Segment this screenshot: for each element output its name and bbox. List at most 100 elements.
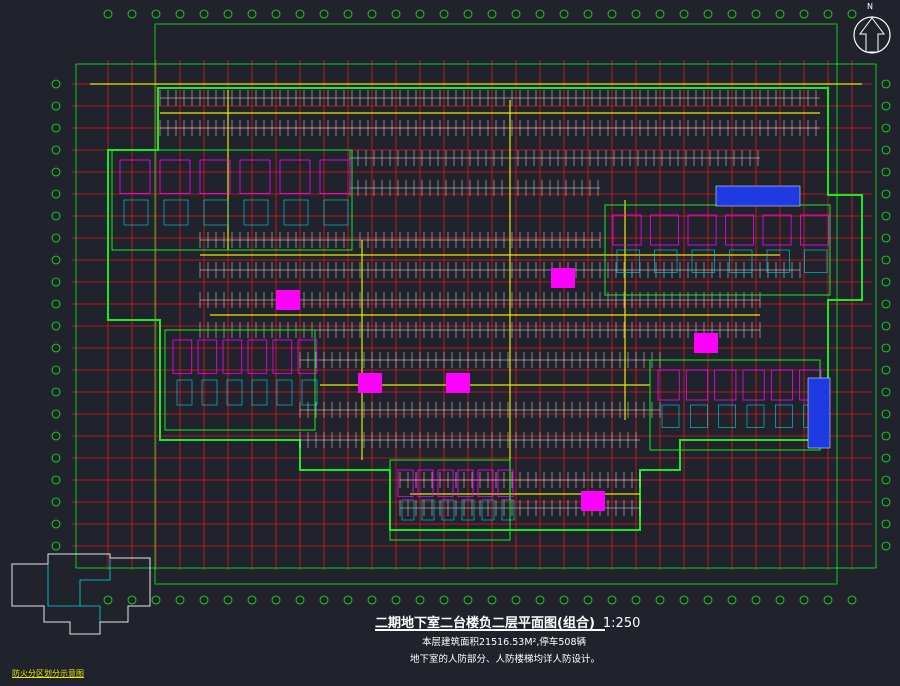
axis-bubble-left xyxy=(51,255,61,265)
axis-bubble-right xyxy=(881,431,891,441)
core-room xyxy=(650,214,680,246)
core-stair xyxy=(746,404,765,428)
north-arrow-circle xyxy=(853,16,891,54)
axis-bubble-top xyxy=(247,9,257,19)
core-room xyxy=(770,369,793,401)
axis-bubble-top xyxy=(655,9,665,19)
axis-bubble-top xyxy=(319,9,329,19)
axis-bubble-bottom xyxy=(127,595,137,605)
core-stair xyxy=(421,499,435,521)
axis-bubble-bottom xyxy=(175,595,185,605)
axis-bubble-bottom xyxy=(751,595,761,605)
axis-bubble-right xyxy=(881,277,891,287)
axis-bubble-top xyxy=(823,9,833,19)
equipment-block xyxy=(446,373,470,393)
axis-bubble-left xyxy=(51,189,61,199)
core-stair xyxy=(501,499,515,521)
axis-bubble-top xyxy=(727,9,737,19)
axis-bubble-left xyxy=(51,387,61,397)
axis-bubble-bottom xyxy=(727,595,737,605)
axis-bubble-right xyxy=(881,189,891,199)
axis-bubble-right xyxy=(881,101,891,111)
axis-bubble-bottom xyxy=(367,595,377,605)
axis-bubble-bottom xyxy=(391,595,401,605)
core-room xyxy=(457,469,474,498)
axis-bubble-top xyxy=(487,9,497,19)
axis-bubble-right xyxy=(881,453,891,463)
axis-bubble-left xyxy=(51,79,61,89)
axis-bubble-top xyxy=(463,9,473,19)
axis-bubble-top xyxy=(751,9,761,19)
building-cores xyxy=(111,149,831,541)
equipment-room-blocks xyxy=(276,268,718,511)
core-room xyxy=(417,469,434,498)
core-room xyxy=(159,159,191,194)
axis-bubble-bottom xyxy=(823,595,833,605)
drawing-title: 二期地下室二台楼负二层平面图(组合)1:250 xyxy=(375,612,640,631)
north-arrow xyxy=(853,16,891,54)
axis-bubble-bottom xyxy=(487,595,497,605)
north-arrow-pointer xyxy=(859,17,885,53)
core-room xyxy=(279,159,311,194)
core-stair xyxy=(775,404,793,428)
axis-bubble-bottom xyxy=(247,595,257,605)
equipment-block xyxy=(358,373,382,393)
core-room xyxy=(612,214,642,246)
axis-bubble-bottom xyxy=(703,595,713,605)
core-room xyxy=(497,469,514,498)
core-stair xyxy=(616,249,640,273)
axis-bubble-left xyxy=(51,321,61,331)
axis-bubble-top xyxy=(847,9,857,19)
axis-bubble-top xyxy=(223,9,233,19)
water-feature xyxy=(715,185,831,449)
core-stair xyxy=(123,199,149,226)
axis-bubble-top xyxy=(583,9,593,19)
equipment-block xyxy=(276,290,300,310)
axis-bubble-bottom xyxy=(655,595,665,605)
axis-bubble-bottom xyxy=(271,595,281,605)
axis-bubble-right xyxy=(881,343,891,353)
axis-bubble-top xyxy=(631,9,641,19)
axis-bubble-left xyxy=(51,541,61,551)
axis-bubble-left xyxy=(51,233,61,243)
axis-bubble-left xyxy=(51,101,61,111)
core-room xyxy=(714,369,737,401)
axis-bubble-left xyxy=(51,519,61,529)
core-stair xyxy=(766,249,790,273)
civil-defense-note: 地下室的人防部分、人防楼梯均详人防设计。 xyxy=(410,654,601,665)
core-outline xyxy=(111,149,353,251)
axis-bubble-top xyxy=(343,9,353,19)
grid-axis-bubbles xyxy=(51,9,891,605)
axis-bubble-bottom xyxy=(295,595,305,605)
core-room xyxy=(199,159,231,194)
north-label: N xyxy=(867,2,873,11)
axis-bubble-right xyxy=(881,475,891,485)
core-room xyxy=(437,469,454,498)
axis-bubble-bottom xyxy=(607,595,617,605)
core-room xyxy=(687,214,717,246)
axis-bubble-left xyxy=(51,167,61,177)
core-stair xyxy=(251,379,268,406)
axis-bubble-right xyxy=(881,167,891,177)
core-room xyxy=(222,339,243,374)
axis-bubble-right xyxy=(881,255,891,265)
basement-boundary xyxy=(107,87,863,531)
axis-bubble-top xyxy=(367,9,377,19)
dimension-frame xyxy=(75,63,877,569)
core-stair xyxy=(243,199,269,226)
axis-bubble-left xyxy=(51,475,61,485)
area-note: 本层建筑面积21516.53M²,停车508辆 xyxy=(422,637,586,648)
axis-bubble-left xyxy=(51,453,61,463)
axis-bubble-right xyxy=(881,299,891,309)
axis-bubble-bottom xyxy=(103,595,113,605)
axis-bubble-left xyxy=(51,299,61,309)
key-plan-division xyxy=(47,558,111,607)
core-stair xyxy=(729,249,753,273)
axis-bubble-right xyxy=(881,497,891,507)
core-stair xyxy=(203,199,229,226)
core-room xyxy=(725,214,755,246)
core-room xyxy=(762,214,792,246)
core-room xyxy=(297,339,318,374)
axis-bubble-left xyxy=(51,497,61,507)
